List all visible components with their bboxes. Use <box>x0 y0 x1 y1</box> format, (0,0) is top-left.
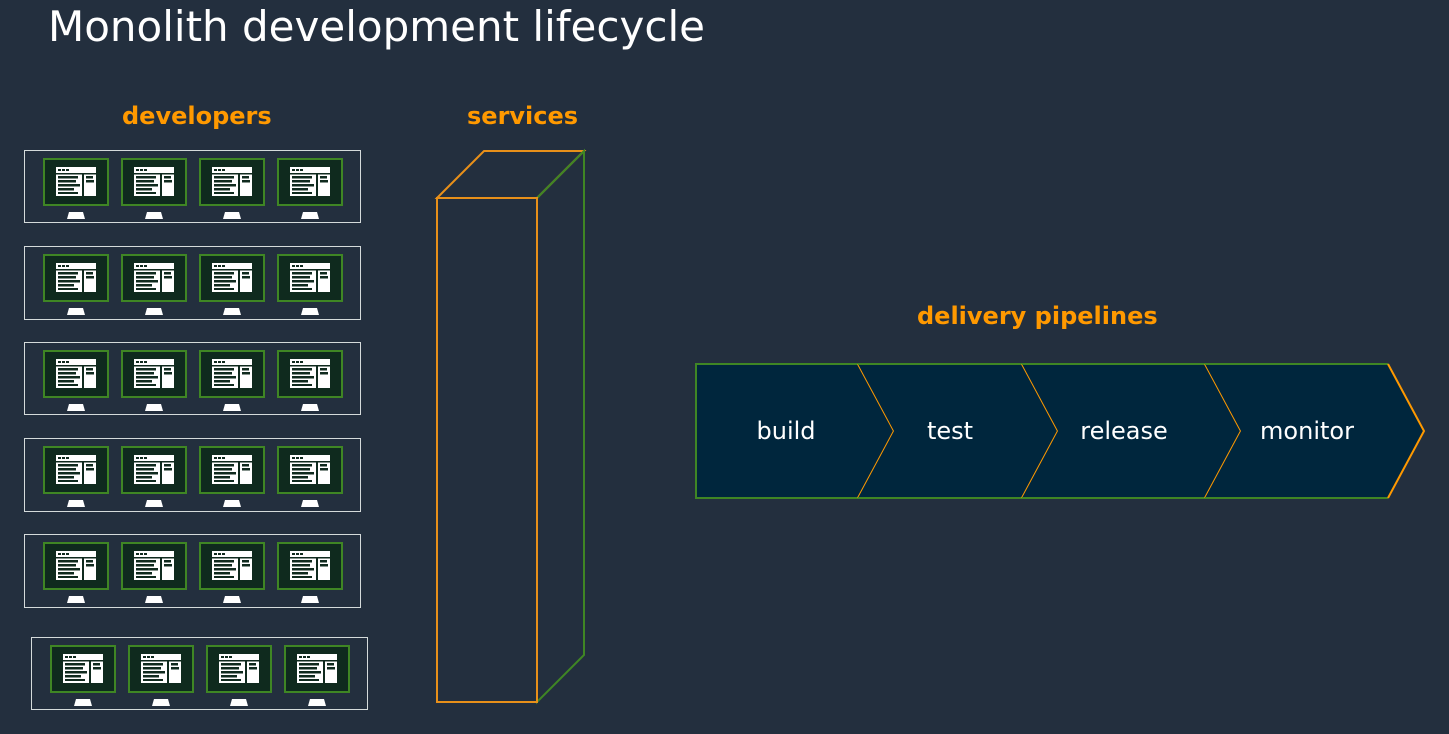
pipeline-stage-label: test <box>926 417 974 445</box>
developer-workstation-icon <box>119 445 189 509</box>
pipeline-stage-release <box>1022 364 1241 498</box>
pipeline-stage-label: monitor <box>1260 417 1354 445</box>
developer-group-row <box>24 246 361 320</box>
developer-workstation-icon <box>41 349 111 413</box>
developer-workstation-icon <box>197 253 267 317</box>
services-label: services <box>467 102 579 130</box>
developer-group-row <box>24 534 361 608</box>
developer-workstation-icon <box>119 541 189 605</box>
pipeline-chevron <box>1387 363 1426 499</box>
developer-workstation-icon <box>282 644 352 708</box>
developer-workstation-icon <box>197 445 267 509</box>
developer-group-row <box>31 637 368 710</box>
developer-workstation-icon <box>41 541 111 605</box>
pipeline-stage-label: release <box>1080 417 1168 445</box>
developer-group-row <box>24 438 361 512</box>
developer-workstation-icon <box>197 541 267 605</box>
developer-group-row <box>24 342 361 415</box>
developers-label: developers <box>122 102 272 130</box>
developer-workstation-icon <box>275 349 345 413</box>
developer-workstation-icon <box>275 253 345 317</box>
delivery-pipeline <box>695 363 1426 499</box>
developer-workstation-icon <box>197 157 267 221</box>
pipeline-stage-build <box>696 364 894 498</box>
developer-workstation-icon <box>204 644 274 708</box>
developer-workstation-icon <box>197 349 267 413</box>
developer-workstation-icon <box>275 445 345 509</box>
developer-workstation-icon <box>119 157 189 221</box>
delivery-pipelines-label: delivery pipelines <box>917 302 1158 330</box>
developer-workstation-icon <box>275 157 345 221</box>
developer-workstation-icon <box>41 253 111 317</box>
developer-workstation-icon <box>119 349 189 413</box>
page-title: Monolith development lifecycle <box>48 2 705 51</box>
developer-workstation-icon <box>41 157 111 221</box>
monolith-service-block <box>434 148 587 705</box>
pipeline-stage-label: build <box>756 417 816 445</box>
developer-group-row <box>24 150 361 223</box>
developer-workstation-icon <box>126 644 196 708</box>
pipeline-stage-edge <box>695 363 858 499</box>
developer-workstation-icon <box>275 541 345 605</box>
developer-workstation-icon <box>48 644 118 708</box>
developer-workstation-icon <box>41 445 111 509</box>
pipeline-stage-monitor <box>1205 364 1424 498</box>
pipeline-stage-test <box>858 364 1058 498</box>
developer-workstation-icon <box>119 253 189 317</box>
